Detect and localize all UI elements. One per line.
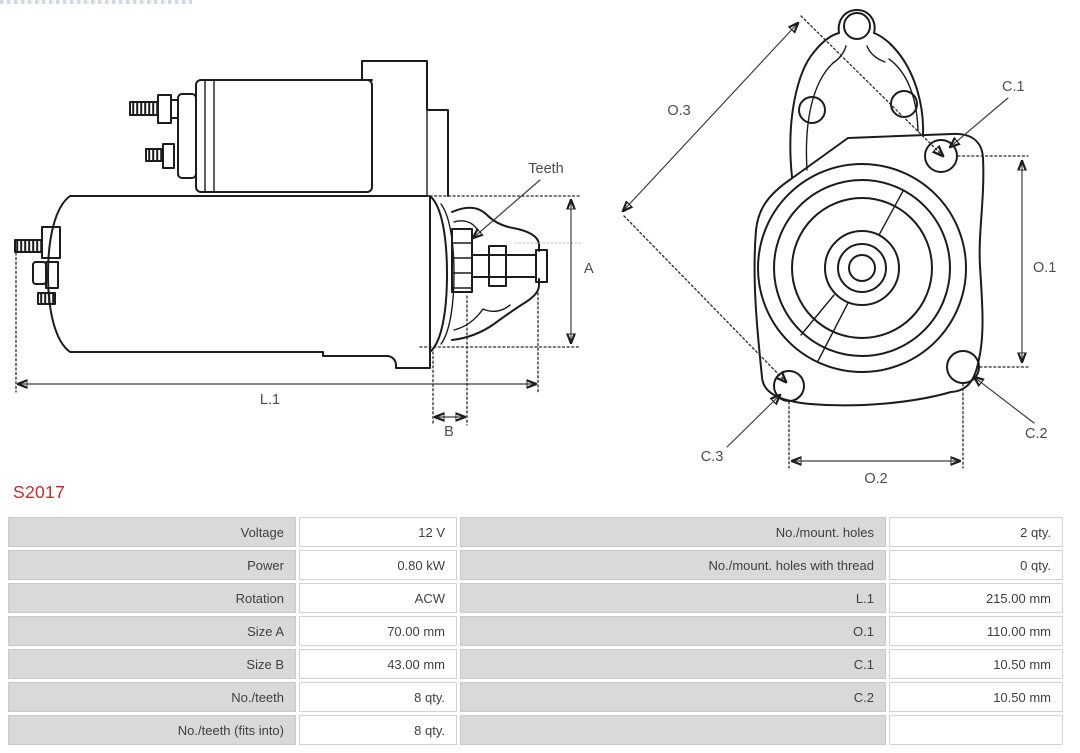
- callout-c1-label: C.1: [1002, 79, 1025, 95]
- dimension-o3: O.3: [623, 15, 943, 382]
- spec-label-cell: O.1: [460, 616, 886, 646]
- dimension-a: A: [419, 195, 594, 348]
- motor-body-outline: [47, 195, 431, 369]
- solenoid: [129, 79, 373, 193]
- spec-label-cell: Voltage: [8, 517, 296, 547]
- dim-a-label: A: [584, 261, 594, 277]
- housing-circles: [757, 163, 967, 373]
- drive-end-housing: [451, 206, 584, 341]
- spec-label-cell: L.1: [460, 583, 886, 613]
- teeth-label: Teeth: [528, 161, 563, 177]
- rear-terminal-studs: [14, 226, 61, 305]
- shaft-collar: [488, 245, 507, 287]
- dimension-l1: L.1: [15, 252, 539, 408]
- spec-label-cell: C.2: [460, 682, 886, 712]
- dimension-o2: O.2: [788, 383, 964, 487]
- pinion-shaft: [471, 254, 537, 278]
- dim-b-label: B: [444, 424, 454, 440]
- front-view-drawing: O.3 O.1 O.2 C.1 C.2 C.3: [623, 9, 1056, 487]
- spec-value-cell: [889, 715, 1063, 745]
- spec-value-cell: 70.00 mm: [299, 616, 457, 646]
- spec-label-cell: Power: [8, 550, 296, 580]
- spec-value-cell: 10.50 mm: [889, 649, 1063, 679]
- callout-c3: C.3: [701, 395, 780, 465]
- mounting-hole-c2: [946, 350, 980, 384]
- pinion-teeth: [451, 228, 473, 293]
- callout-c2: C.2: [974, 377, 1048, 442]
- spec-value-cell: 10.50 mm: [889, 682, 1063, 712]
- spec-value-cell: 0 qty.: [889, 550, 1063, 580]
- dim-o2-label: O.2: [864, 471, 887, 487]
- spec-label-cell: No./mount. holes with thread: [460, 550, 886, 580]
- callout-c2-label: C.2: [1025, 426, 1048, 442]
- dim-o3-label: O.3: [667, 103, 690, 119]
- spec-label-cell: [460, 715, 886, 745]
- logo-fragment: [0, 0, 192, 4]
- spec-label-cell: No./teeth (fits into): [8, 715, 296, 745]
- dome-outline: [789, 9, 925, 178]
- spec-value-cell: 2 qty.: [889, 517, 1063, 547]
- spec-label-cell: C.1: [460, 649, 886, 679]
- part-number: S2017: [13, 482, 66, 502]
- spec-label-cell: Rotation: [8, 583, 296, 613]
- dim-l1-label: L.1: [260, 392, 280, 408]
- spec-value-cell: 8 qty.: [299, 715, 457, 745]
- dimension-b: B: [432, 295, 468, 440]
- dome-right-hole: [890, 90, 918, 118]
- spec-table: Voltage 12 V No./mount. holes 2 qty. Pow…: [8, 517, 1063, 745]
- spec-value-cell: 215.00 mm: [889, 583, 1063, 613]
- technical-drawing: Teeth A L.1 B: [14, 9, 1056, 487]
- spec-value-cell: 0.80 kW: [299, 550, 457, 580]
- callout-c1: C.1: [950, 79, 1025, 147]
- spec-label-cell: No./mount. holes: [460, 517, 886, 547]
- spec-label-cell: No./teeth: [8, 682, 296, 712]
- dim-o1-label: O.1: [1033, 260, 1056, 276]
- solenoid-terminal-studs: [129, 94, 179, 169]
- drive-end-ring: [429, 195, 455, 353]
- dimension-o1: O.1: [957, 155, 1056, 368]
- spec-value-cell: 110.00 mm: [889, 616, 1063, 646]
- spec-value-cell: 8 qty.: [299, 682, 457, 712]
- mounting-bracket: [361, 60, 449, 197]
- spec-value-cell: 43.00 mm: [299, 649, 457, 679]
- side-view-drawing: Teeth A L.1 B: [14, 60, 594, 440]
- spec-value-cell: ACW: [299, 583, 457, 613]
- spec-value-cell: 12 V: [299, 517, 457, 547]
- mounting-hole-c3: [773, 370, 805, 402]
- teeth-callout: Teeth: [473, 161, 564, 238]
- spec-label-cell: Size B: [8, 649, 296, 679]
- dome-top-hole: [843, 12, 871, 40]
- mounting-flange-outline: [753, 132, 985, 407]
- spec-label-cell: Size A: [8, 616, 296, 646]
- mounting-hole-c1: [924, 139, 958, 173]
- callout-c3-label: C.3: [701, 449, 724, 465]
